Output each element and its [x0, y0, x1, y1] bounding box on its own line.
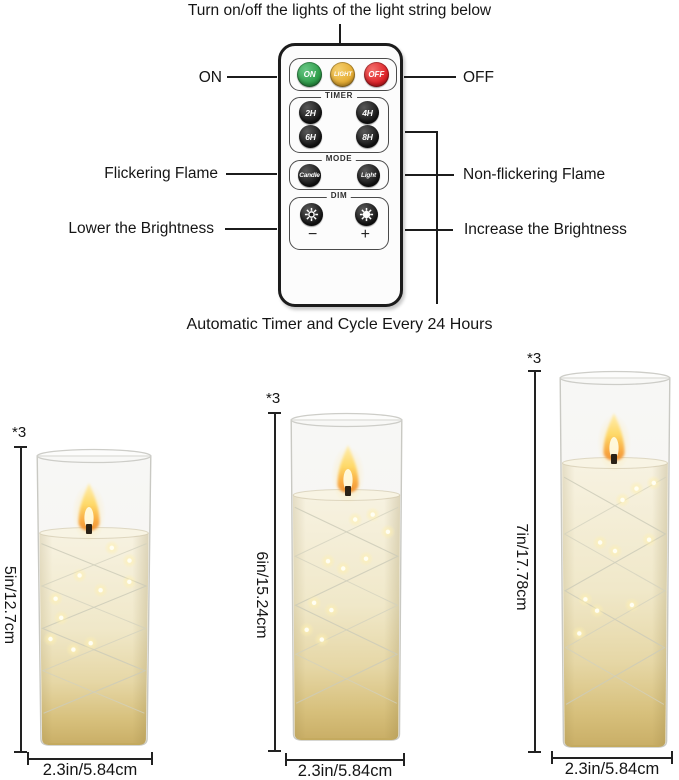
callout-flickering-line [226, 173, 277, 175]
candle-large-illustration [559, 370, 671, 751]
dim-plus-label: + [360, 226, 370, 243]
timer-4h-button: 4H [356, 101, 379, 124]
timer-button-group: TIMER 2H 4H 6H 8H [289, 91, 389, 153]
candle-large-height-label: 7in/17.78cm [513, 523, 530, 611]
candle-small-height-label: 5in/12.7cm [1, 565, 18, 645]
dim-button-group: DIM [289, 191, 389, 250]
candle-medium-quantity-label: *3 [266, 390, 281, 407]
candle-small-quantity-label: *3 [12, 424, 27, 441]
remote-control: ON LIGHT OFF TIMER 2H 4H 6H 8H MODE Cand… [278, 43, 403, 307]
timer-group-label: TIMER [321, 91, 357, 100]
off-button: OFF [363, 62, 389, 87]
candle-medium-height-line [268, 412, 281, 752]
candle-small-illustration [36, 448, 152, 749]
power-button-group: ON LIGHT OFF [289, 58, 397, 91]
candle-medium-width-label: 2.3in/5.84cm [297, 762, 393, 780]
dim-decrease-button [300, 203, 323, 226]
callout-increase-line [405, 229, 453, 231]
timer-cycle-stub-line [405, 131, 438, 133]
timer-2h-label: 2H [305, 107, 316, 118]
dim-minus-label: − [308, 226, 318, 243]
timer-6h-label: 6H [305, 131, 316, 142]
light-button-label: LIGHT [333, 71, 352, 78]
sun-dim-icon [304, 207, 319, 222]
mode-group-label: MODE [321, 154, 357, 163]
sun-bright-icon [359, 207, 374, 222]
callout-off: OFF [463, 69, 494, 86]
candle-medium-width-line [285, 753, 405, 766]
mode-light-button: Light [357, 163, 380, 187]
mode-button-group: MODE Candle Light [289, 154, 389, 190]
timer-cycle-caption: Automatic Timer and Cycle Every 24 Hours [186, 316, 493, 333]
callout-non-flickering-flame: Non-flickering Flame [463, 166, 606, 183]
dim-increase-button [355, 203, 378, 226]
candle-medium-height-label: 6in/15.24cm [253, 551, 270, 639]
mode-candle-button: Candle [298, 163, 321, 187]
candle-small-width-label: 2.3in/5.84cm [42, 761, 138, 779]
candle-large-quantity-label: *3 [527, 350, 542, 367]
page-title: Turn on/off the lights of the light stri… [187, 2, 492, 19]
off-button-label: OFF [368, 70, 385, 79]
candle-medium-illustration [290, 412, 403, 744]
callout-lower-brightness: Lower the Brightness [68, 220, 214, 237]
timer-2h-button: 2H [299, 101, 322, 124]
callout-on-line [227, 76, 277, 78]
timer-cycle-pointer-line [436, 131, 438, 304]
callout-non-flickering-line [405, 174, 454, 176]
callout-off-line [404, 76, 456, 78]
mode-light-label: Light [361, 171, 376, 179]
light-button: LIGHT [330, 62, 356, 87]
callout-increase-brightness: Increase the Brightness [464, 221, 627, 238]
candle-large-width-label: 2.3in/5.84cm [564, 760, 660, 778]
timer-8h-button: 8H [356, 125, 379, 148]
on-button: ON [297, 62, 323, 87]
timer-4h-label: 4H [362, 107, 373, 118]
mode-candle-label: Candle [299, 171, 320, 179]
on-button-label: ON [303, 70, 316, 79]
callout-lower-line [225, 228, 277, 230]
callout-flickering-flame: Flickering Flame [104, 165, 218, 182]
candle-small-width-line [27, 752, 153, 765]
callout-on: ON [198, 69, 222, 86]
timer-8h-label: 8H [362, 131, 373, 142]
title-pointer-line [339, 24, 341, 43]
dim-group-label: DIM [326, 191, 352, 200]
candle-large-height-line [528, 370, 541, 753]
candle-small-height-line [14, 446, 27, 753]
timer-6h-button: 6H [299, 125, 322, 148]
candle-large-width-line [551, 751, 673, 764]
